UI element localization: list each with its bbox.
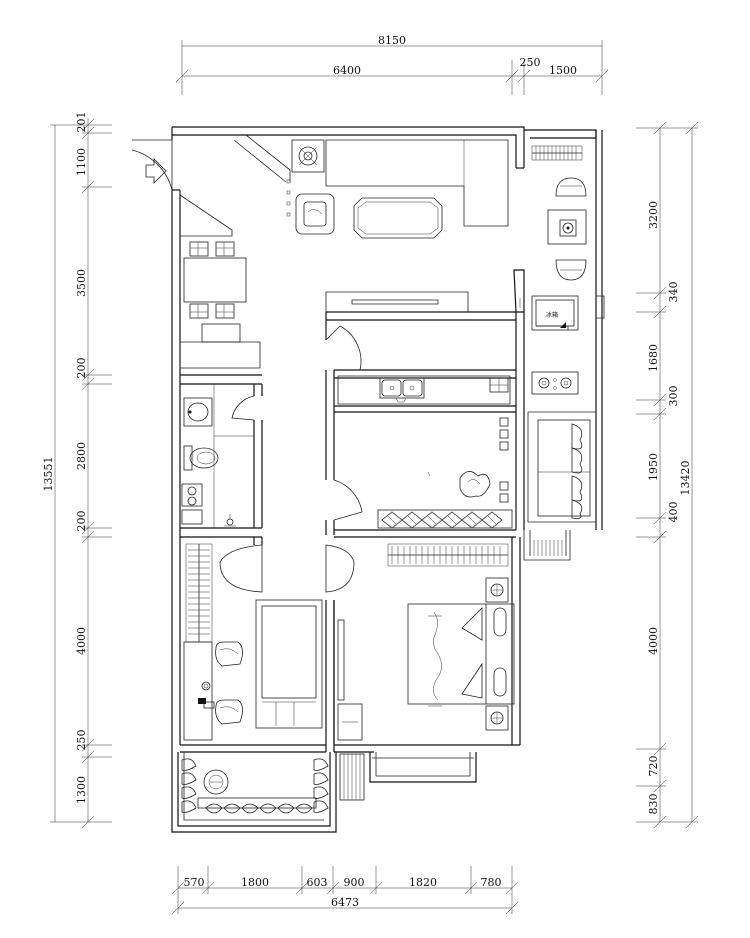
- dining-chair: [215, 241, 235, 257]
- desk-chair[interactable]: [215, 699, 243, 725]
- dim-left-200b: 200: [75, 511, 88, 532]
- dim-left-1100: 1100: [75, 148, 88, 176]
- dim-bottom-1820: 1820: [409, 876, 437, 889]
- sideboard: [179, 341, 261, 369]
- entry-door[interactable]: [131, 139, 173, 191]
- fridge-label: 冰箱: [546, 311, 558, 319]
- armchair[interactable]: [295, 193, 335, 235]
- lower-balcony: [181, 758, 329, 814]
- entry-arrow-icon: [145, 158, 167, 184]
- dining-chair: [189, 303, 209, 319]
- side-table[interactable]: [547, 209, 587, 245]
- dim-right-300: 300: [667, 386, 680, 407]
- dim-top-total: 8150: [378, 34, 406, 47]
- left-dimensions: 201 1100 3500 200 2800 200 4000 250 1300…: [42, 112, 112, 829]
- dim-left-2800: 2800: [75, 442, 88, 470]
- dining-chair: [215, 303, 235, 319]
- fridge[interactable]: 冰箱: [531, 295, 579, 331]
- dim-bottom-900: 900: [344, 876, 365, 889]
- dim-left-250: 250: [75, 730, 88, 751]
- dim-right-1950: 1950: [647, 453, 660, 481]
- study-door-arc: [219, 544, 263, 593]
- single-bed[interactable]: [255, 599, 323, 729]
- top-dimensions: 8150 6400 250 1500: [175, 34, 609, 95]
- dim-left-201: 201: [75, 112, 88, 133]
- dim-right-720: 720: [647, 756, 660, 777]
- dim-top-250: 250: [520, 56, 541, 69]
- plant: [459, 471, 491, 498]
- dim-left-4000: 4000: [75, 627, 88, 655]
- dining-set[interactable]: [183, 241, 247, 319]
- left-ticks: [81, 118, 95, 829]
- kitchen-counter: [337, 375, 511, 405]
- round-table[interactable]: [203, 769, 229, 795]
- chair-bottom[interactable]: [555, 259, 587, 281]
- kitchen: 冰箱: [337, 295, 579, 529]
- entry-cabinet-diagonal: [233, 134, 291, 183]
- coffee-table: [353, 197, 443, 239]
- dim-top-6400: 6400: [333, 64, 361, 77]
- upper-hanger-rail: [531, 145, 583, 161]
- sink[interactable]: [379, 377, 425, 403]
- shower-drain: [224, 514, 236, 527]
- living-door-arc: [333, 479, 363, 521]
- double-bed[interactable]: [407, 603, 515, 707]
- bar-stools[interactable]: [377, 509, 513, 529]
- toilet[interactable]: [183, 445, 219, 471]
- dim-right-340: 340: [667, 282, 680, 303]
- balcony-plants: [181, 758, 329, 814]
- bedroom-door-arc: [325, 544, 355, 593]
- closet-hangers: [185, 543, 213, 643]
- desk[interactable]: [183, 641, 215, 741]
- washbasin[interactable]: [183, 397, 213, 427]
- entry-partition: [179, 190, 233, 237]
- dim-top-1500: 1500: [549, 64, 577, 77]
- nightstand[interactable]: [485, 577, 509, 603]
- living-room: [179, 139, 521, 521]
- desk-chair[interactable]: [215, 641, 243, 667]
- bathroom-door-arc: [231, 395, 255, 421]
- balcony-vent-slats: [533, 540, 563, 556]
- dim-left-3500: 3500: [75, 269, 88, 297]
- ac-vent: [339, 753, 365, 801]
- bathroom: [181, 384, 255, 528]
- l-shaped-counter: [325, 139, 509, 227]
- wardrobe-rail: [387, 543, 509, 567]
- master-bedroom: [337, 543, 515, 741]
- dim-bottom-603: 603: [307, 876, 328, 889]
- right-ticks: [653, 121, 699, 829]
- dining-chair: [189, 241, 209, 257]
- stove[interactable]: [531, 371, 579, 395]
- dim-left-200a: 200: [75, 358, 88, 379]
- tv-screen: [351, 299, 439, 305]
- kitchen-door-arc: [325, 325, 362, 371]
- wall-cabinets: [499, 417, 509, 503]
- dim-right-1680: 1680: [647, 344, 660, 372]
- utility-room: [531, 145, 587, 281]
- dim-bottom-780: 780: [481, 876, 502, 889]
- dim-left-1300: 1300: [75, 776, 88, 804]
- dim-right-3200: 3200: [647, 201, 660, 229]
- tv-console: [325, 291, 469, 313]
- dim-right-830: 830: [647, 794, 660, 815]
- bottom-dimensions: 570 1800 603 900 1820 780 6473: [171, 866, 519, 915]
- study-room: [183, 543, 355, 741]
- dim-right-total: 13420: [679, 461, 692, 496]
- dim-bottom-570: 570: [184, 876, 205, 889]
- dot-markers: [286, 179, 291, 217]
- walls: [171, 126, 605, 833]
- dim-left-total: 13551: [42, 457, 55, 492]
- dim-bottom-1800: 1800: [241, 876, 269, 889]
- washing-machine[interactable]: [181, 483, 203, 507]
- balcony-lounger[interactable]: [537, 419, 591, 519]
- nightstand[interactable]: [485, 705, 509, 731]
- tv-cabinet: [291, 139, 325, 173]
- dim-bottom-total: 6473: [331, 896, 359, 909]
- bedroom-side-panel: [337, 619, 363, 741]
- dim-right-4000: 4000: [647, 627, 660, 655]
- dim-right-400: 400: [667, 502, 680, 523]
- chair-top[interactable]: [555, 177, 587, 197]
- right-dimensions: 3200 340 1680 300 1950 400 4000 720 830 …: [636, 121, 699, 829]
